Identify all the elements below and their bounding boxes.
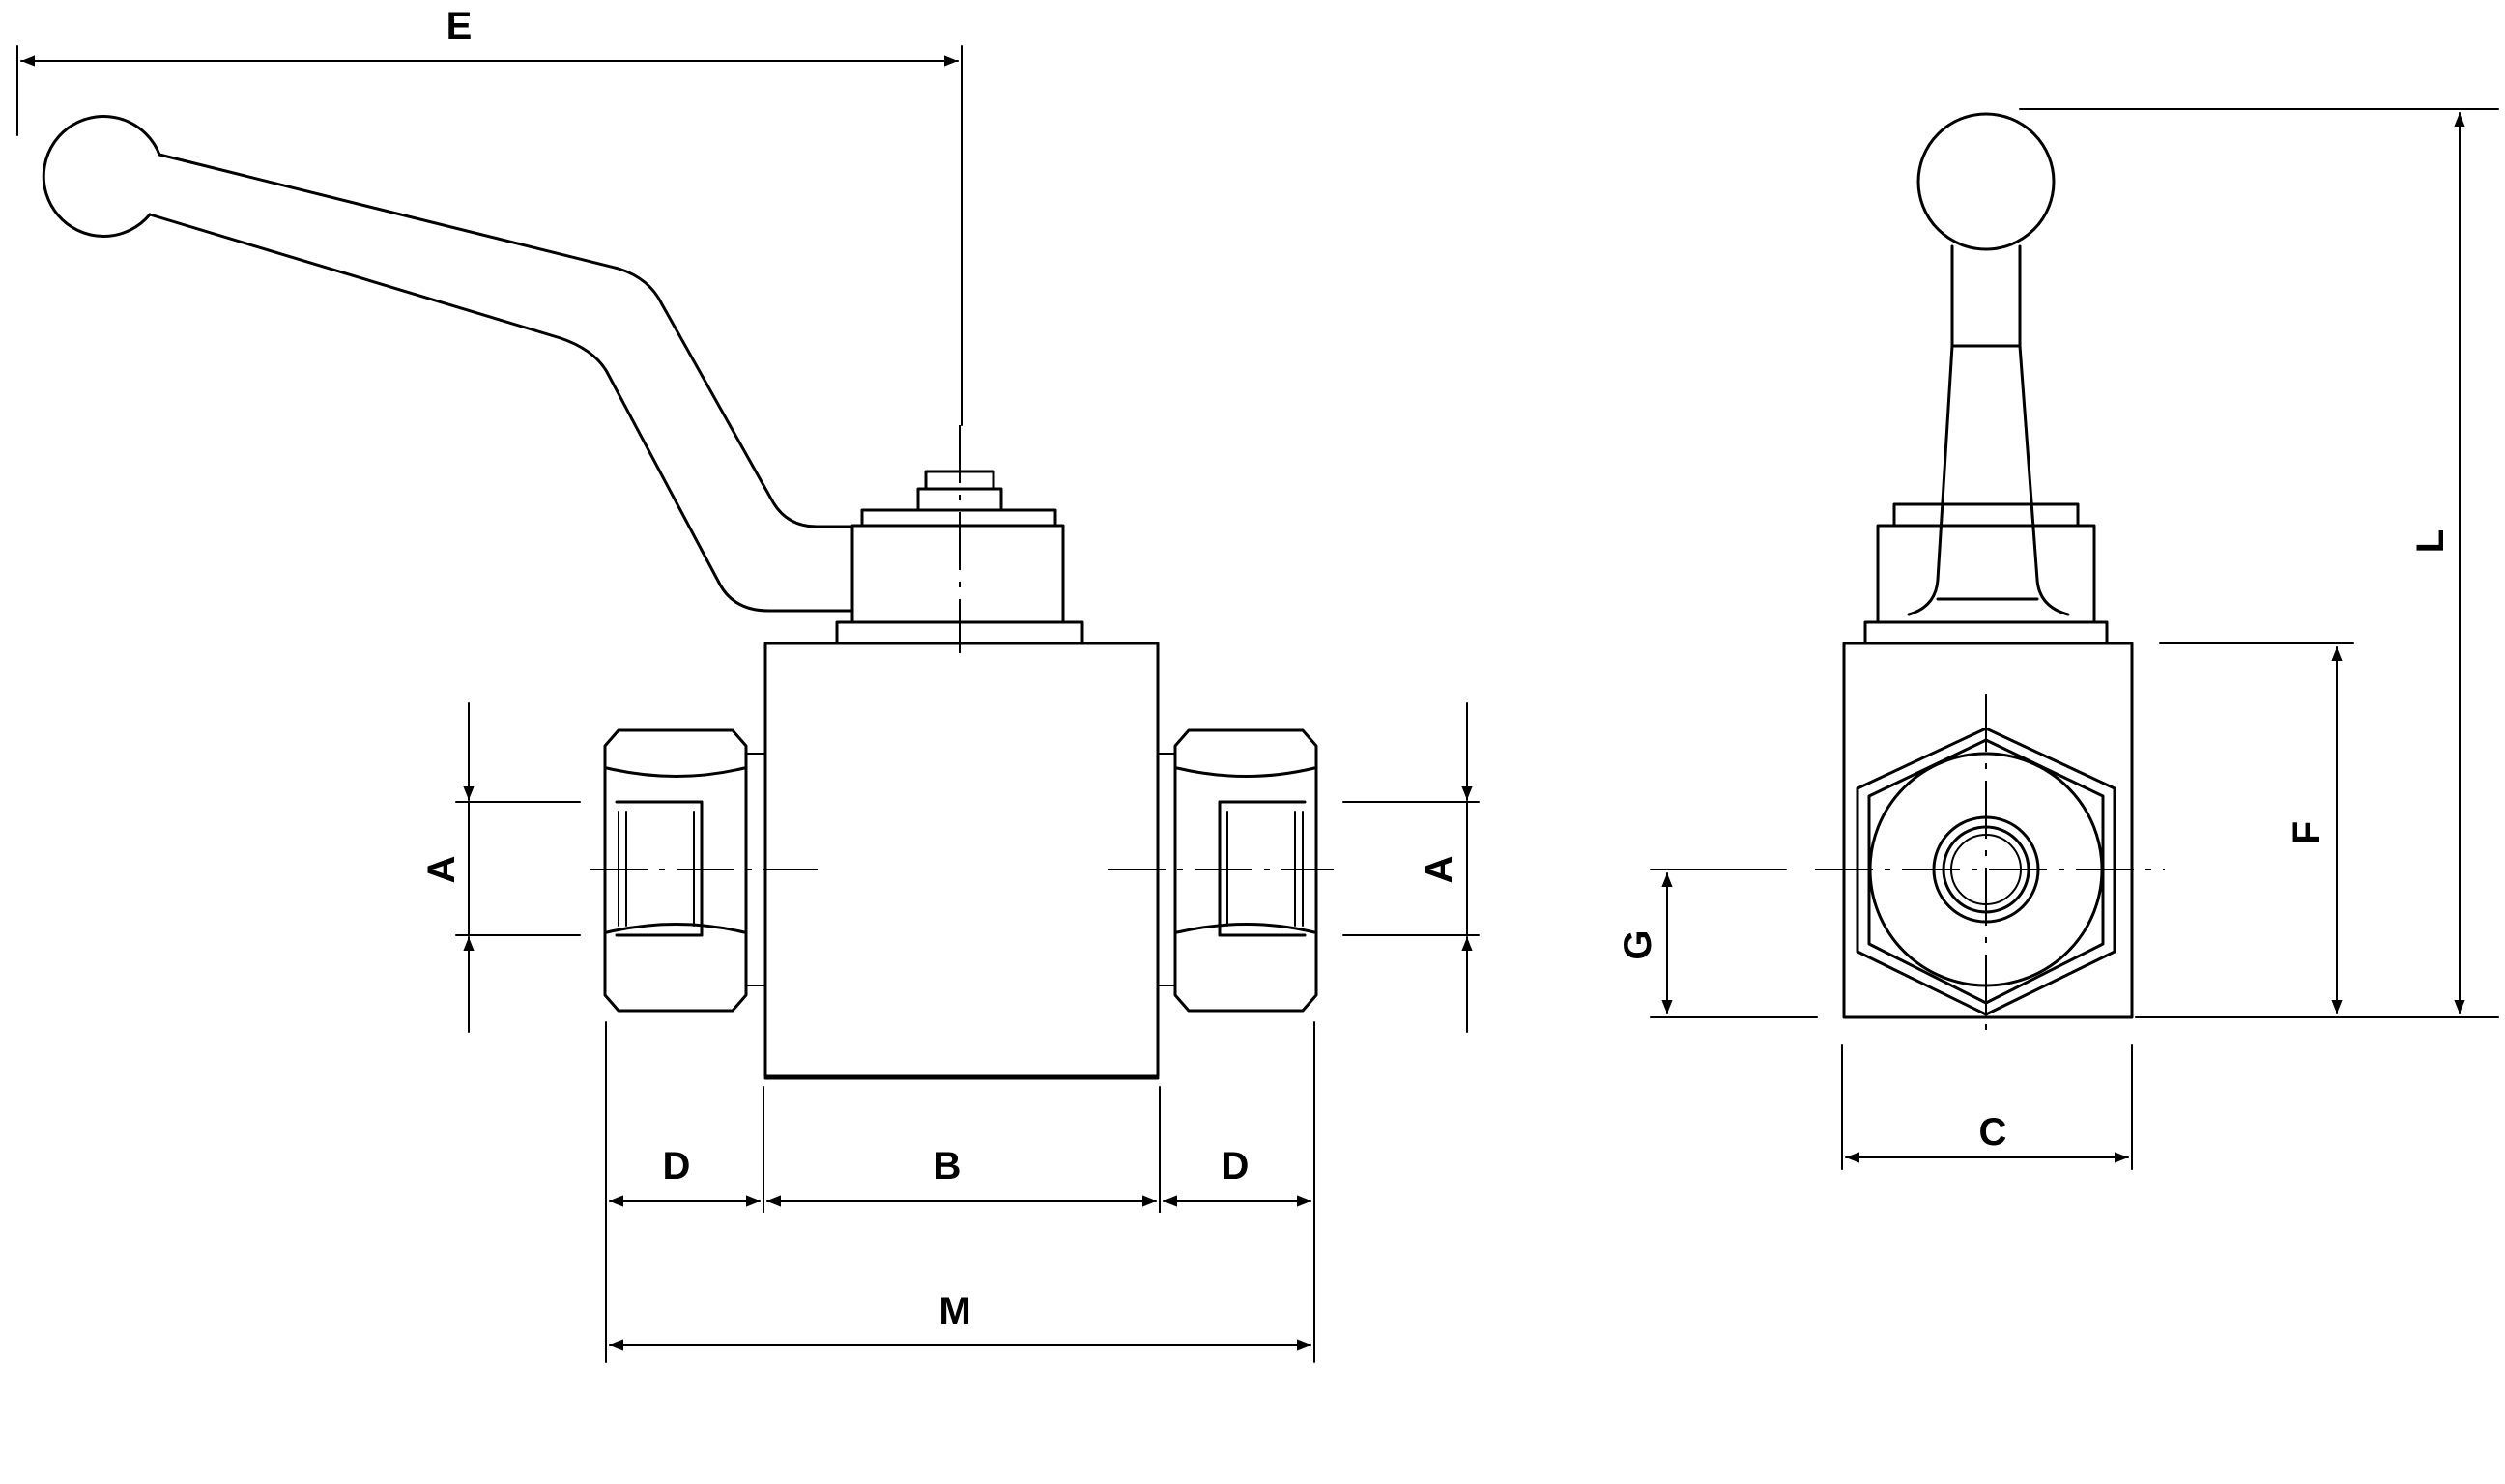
- side-handle-neck: [1907, 244, 2070, 616]
- dimension-a-left: A: [420, 702, 581, 1033]
- dimension-label-l: L: [2409, 529, 2452, 553]
- front-view: E A A D: [16, 5, 1480, 1363]
- dimension-label-f: F: [2286, 821, 2328, 844]
- dimension-label-a-left: A: [420, 856, 463, 884]
- side-handle-knob: [1916, 112, 2056, 251]
- dimension-g: G: [1617, 869, 1818, 1018]
- dimension-label-d-left: D: [663, 1145, 691, 1187]
- dimension-label-a-right: A: [1418, 856, 1460, 884]
- dimension-d-right: D: [1163, 1145, 1311, 1207]
- dimension-label-c: C: [1979, 1111, 2007, 1154]
- dimension-e: E: [16, 5, 963, 426]
- dimension-m: M: [609, 1290, 1311, 1351]
- left-fitting-nut: [603, 728, 766, 1013]
- dimension-l: L: [2019, 108, 2499, 1018]
- dimension-label-e: E: [446, 5, 473, 47]
- valve-body: [763, 642, 1160, 1078]
- dimension-label-d-right: D: [1222, 1145, 1250, 1187]
- dimension-label-g: G: [1617, 929, 1659, 959]
- handle-lever: [42, 115, 852, 613]
- dimension-a-right: A: [1342, 702, 1480, 1033]
- handle-knob: [42, 115, 161, 238]
- side-stem-cap: [1863, 502, 2109, 645]
- dimension-c: C: [1841, 1044, 2133, 1170]
- dimension-label-b: B: [934, 1145, 962, 1187]
- dimension-b: B: [766, 1145, 1157, 1207]
- side-valve-body: [1842, 642, 2134, 1019]
- side-view: L F G C: [1617, 108, 2499, 1170]
- dimension-d-left: D: [609, 1145, 761, 1207]
- dimension-f: F: [2159, 642, 2354, 1014]
- dimension-label-m: M: [938, 1290, 970, 1332]
